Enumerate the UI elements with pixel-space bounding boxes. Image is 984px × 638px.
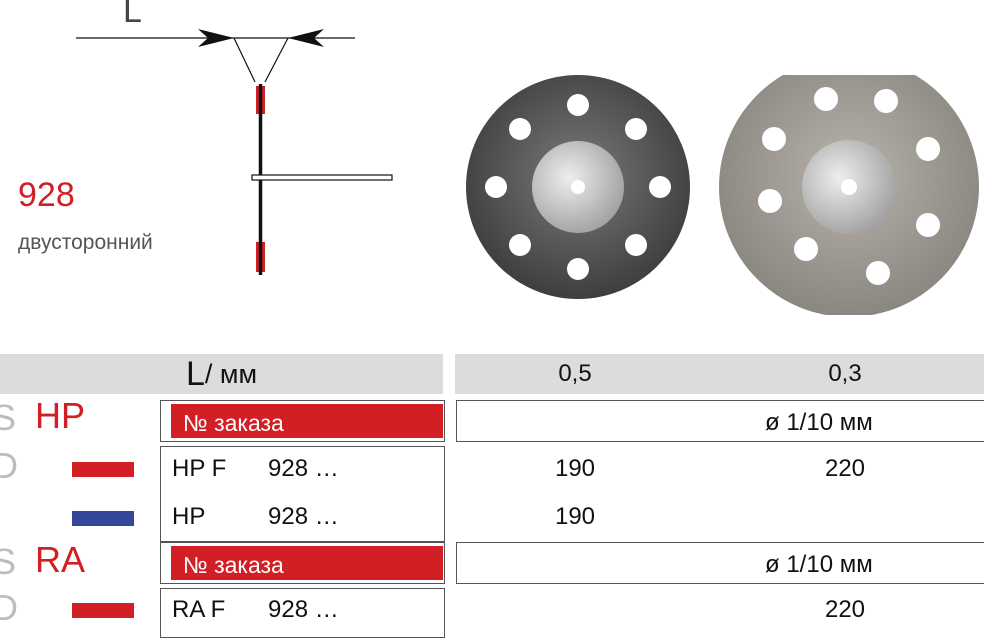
row-code: 928 … bbox=[268, 503, 339, 530]
row-code: 928 … bbox=[268, 455, 339, 482]
row-value-03: 220 bbox=[824, 596, 866, 623]
disc-photos bbox=[466, 75, 979, 315]
dimension-arrow-right bbox=[288, 29, 324, 47]
dimension-arrow-left bbox=[198, 29, 234, 47]
row-prefix: HP F bbox=[172, 455, 227, 482]
row-value-05 bbox=[530, 596, 620, 624]
product-subtitle: двусторонний bbox=[18, 231, 153, 254]
order-label: № заказа bbox=[183, 410, 284, 436]
table-header-value-05: 0,5 bbox=[558, 360, 592, 387]
table-header-value-03: 0,3 bbox=[828, 360, 862, 387]
row-prefix: RA F bbox=[172, 596, 226, 623]
marker-red bbox=[72, 462, 134, 477]
section-hp-order-frame: № заказа bbox=[160, 400, 445, 442]
marker-red bbox=[72, 603, 134, 618]
table-header-unit: / мм bbox=[204, 358, 258, 389]
section-ra-diameter-frame: ø 1/10 мм bbox=[456, 542, 984, 584]
product-code: 928 bbox=[18, 176, 75, 214]
row-code: 928 … bbox=[268, 596, 339, 623]
section-ra-order-frame: № заказа bbox=[160, 542, 445, 584]
row-value-05: 190 bbox=[554, 455, 596, 482]
marker-blue bbox=[72, 511, 134, 526]
disc-photo-small bbox=[466, 75, 690, 299]
table-header-values: 0,5 0,3 bbox=[455, 354, 984, 394]
section-name-ra: RA bbox=[35, 539, 86, 580]
row-edge-letter: D bbox=[0, 445, 18, 486]
row-value-03 bbox=[800, 503, 890, 531]
diameter-label: ø 1/10 мм bbox=[765, 551, 873, 578]
row-value-05: 190 bbox=[554, 503, 596, 530]
diameter-label: ø 1/10 мм bbox=[765, 409, 873, 436]
shank-profile bbox=[251, 174, 393, 181]
section-hp-order-bar: № заказа bbox=[171, 404, 443, 438]
table-header-L: L bbox=[185, 354, 205, 393]
dimension-label-L: L bbox=[123, 0, 142, 30]
row-value-03: 220 bbox=[824, 455, 866, 482]
row-prefix: HP bbox=[172, 503, 206, 530]
section-edge-letter: S bbox=[0, 397, 17, 438]
table-header-dimension: L / мм bbox=[0, 354, 443, 394]
disc-photo-large bbox=[719, 75, 979, 315]
section-hp-rows-frame bbox=[160, 446, 445, 542]
order-label: № заказа bbox=[183, 552, 284, 578]
row-edge-letter: D bbox=[0, 587, 18, 628]
section-ra-order-bar: № заказа bbox=[171, 546, 443, 580]
section-edge-letter: S bbox=[0, 541, 17, 582]
section-name-hp: HP bbox=[35, 395, 86, 436]
section-hp-diameter-frame: ø 1/10 мм bbox=[456, 400, 984, 442]
dimension-drawing: L bbox=[76, 0, 393, 275]
